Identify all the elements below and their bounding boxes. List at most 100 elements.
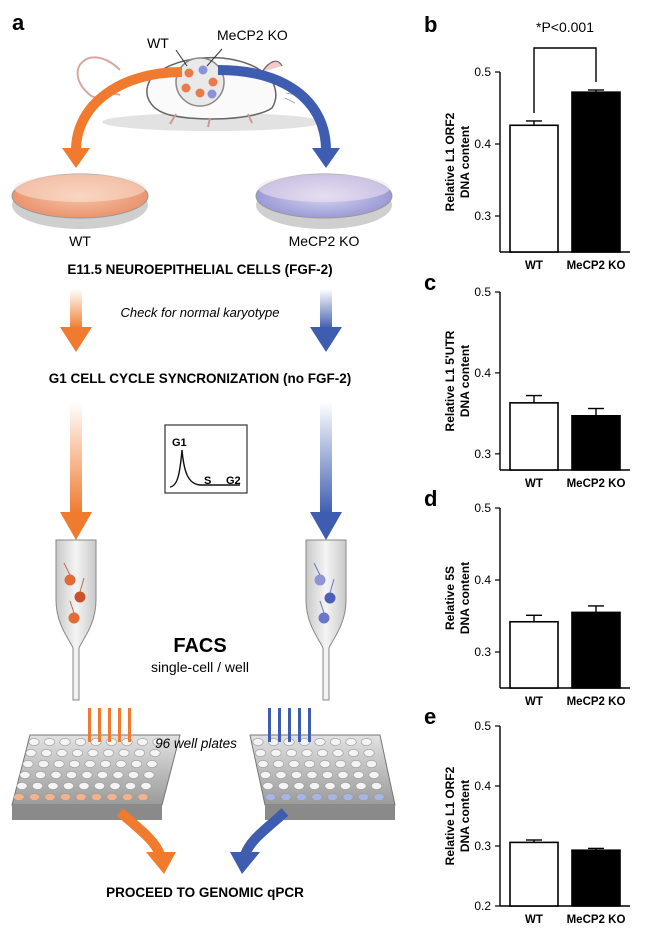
well: [28, 738, 40, 746]
panel-a: a WT MeCP2 KO: [11, 10, 396, 900]
well: [112, 771, 124, 779]
well: [277, 782, 289, 790]
well: [311, 793, 323, 801]
ko-well-plate: [249, 708, 396, 820]
well: [314, 738, 326, 746]
well: [25, 749, 37, 757]
well: [303, 760, 315, 768]
bar-mecp2-ko: [571, 414, 621, 471]
well: [91, 793, 103, 801]
histogram-g1-label: G1: [172, 437, 187, 449]
ko-curved-arrow: [217, 65, 331, 151]
ko-karyotype-arrow-shaft: [320, 289, 332, 329]
well: [262, 782, 274, 790]
karyotype-note: Check for normal karyotype: [121, 305, 280, 320]
well: [308, 782, 320, 790]
well: [255, 749, 267, 757]
x-tick-label: WT: [525, 260, 543, 272]
well: [122, 793, 134, 801]
y-tick-label: 0.3: [474, 209, 491, 223]
well: [43, 738, 55, 746]
well: [75, 793, 87, 801]
well: [316, 749, 328, 757]
ko-arrowhead-icon: [312, 148, 340, 168]
bar-mecp2-ko: [571, 611, 621, 689]
facs-title: FACS: [173, 635, 226, 657]
y-tick-label: 0.5: [474, 719, 491, 733]
well: [94, 782, 106, 790]
well: [321, 771, 333, 779]
wt-arrowhead-icon: [62, 148, 90, 168]
well: [137, 793, 149, 801]
well: [272, 760, 284, 768]
well: [337, 771, 349, 779]
ko-karyotype-arrowhead-icon: [310, 327, 342, 352]
x-tick-label: MeCP2 KO: [567, 478, 626, 490]
well: [22, 760, 34, 768]
y-tick-label: 0.3: [474, 839, 491, 853]
well: [66, 771, 78, 779]
well: [31, 782, 43, 790]
well: [324, 782, 336, 790]
well: [357, 793, 369, 801]
wt-karyotype-arrow-shaft: [70, 289, 82, 329]
y-tick-label: 0.2: [474, 899, 491, 913]
well: [146, 760, 158, 768]
y-tick-label: 0.3: [474, 447, 491, 461]
cells-title: E11.5 NEUROEPITHELIAL CELLS (FGF-2): [67, 262, 332, 277]
well: [355, 782, 367, 790]
well: [81, 771, 93, 779]
well: [257, 760, 269, 768]
well: [345, 738, 357, 746]
wt-curved-arrow: [71, 67, 183, 151]
y-tick-label: 0.5: [474, 285, 491, 299]
well: [125, 782, 137, 790]
plates-label: 96 well plates: [155, 736, 237, 751]
bar-wt: [509, 124, 559, 253]
x-tick-label: WT: [525, 478, 543, 490]
well: [62, 782, 74, 790]
well: [370, 782, 382, 790]
bar-mecp2-ko: [571, 849, 621, 907]
well: [264, 793, 276, 801]
well: [53, 760, 65, 768]
sync-title: G1 CELL CYCLE SYNCRONIZATION (no FGF-2): [49, 371, 352, 386]
well: [106, 738, 118, 746]
x-tick-label: WT: [525, 696, 543, 708]
well: [363, 749, 375, 757]
y-axis-label: Relative L1 ORF2DNA content: [443, 766, 472, 865]
y-tick-label: 0.4: [474, 137, 491, 151]
well: [137, 738, 149, 746]
well: [373, 793, 385, 801]
well: [97, 771, 109, 779]
wt-sync-arrow-shaft: [70, 402, 82, 514]
x-tick-label: MeCP2 KO: [567, 914, 626, 926]
bar-mecp2-ko: [571, 91, 621, 253]
well: [290, 771, 302, 779]
significance-label: *P<0.001: [536, 19, 594, 35]
panel-letter-c: c: [424, 270, 436, 295]
well: [329, 738, 341, 746]
well: [106, 793, 118, 801]
well: [84, 760, 96, 768]
well: [47, 782, 59, 790]
panel-letter-d: d: [424, 486, 437, 511]
well: [347, 749, 359, 757]
well: [259, 771, 271, 779]
well: [365, 760, 377, 768]
well: [332, 749, 344, 757]
y-tick-label: 0.4: [474, 366, 491, 380]
well: [128, 771, 140, 779]
ko-sync-arrowhead-icon: [310, 512, 342, 540]
well: [100, 760, 112, 768]
bar-wt: [509, 620, 559, 689]
panel-letter-a: a: [12, 10, 25, 35]
well: [118, 749, 130, 757]
wt-facs-tube: [55, 539, 97, 701]
well: [131, 760, 143, 768]
well: [13, 793, 25, 801]
well: [288, 760, 300, 768]
wt-karyotype-arrowhead-icon: [60, 327, 92, 352]
well: [326, 793, 338, 801]
